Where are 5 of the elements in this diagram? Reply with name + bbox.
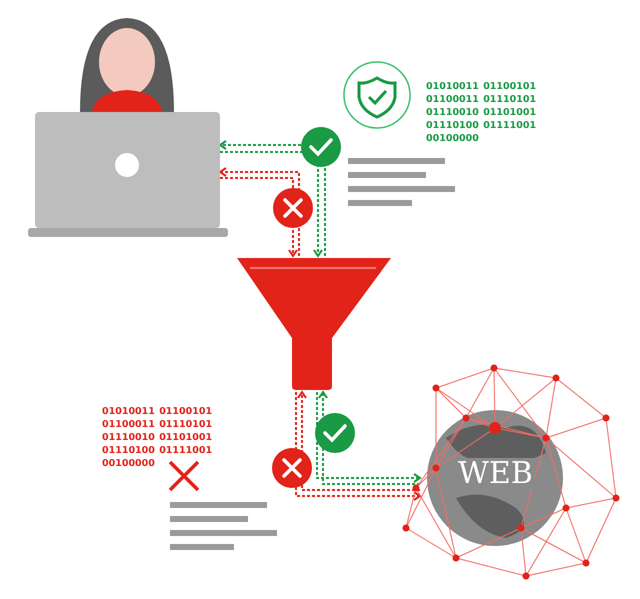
globe-label: WEB <box>456 458 535 490</box>
funnel-drawing <box>236 256 392 392</box>
laptop-drawing <box>28 110 228 238</box>
binary-code-text: 01010011 01100101 01100011 01110101 01110010 01101001 01110100 01111001 00100000 <box>102 405 214 470</box>
binary-code-text: 01010011 01100101 01100011 01110101 01110010 01101001 01110100 01111001 00100000 <box>426 80 538 145</box>
